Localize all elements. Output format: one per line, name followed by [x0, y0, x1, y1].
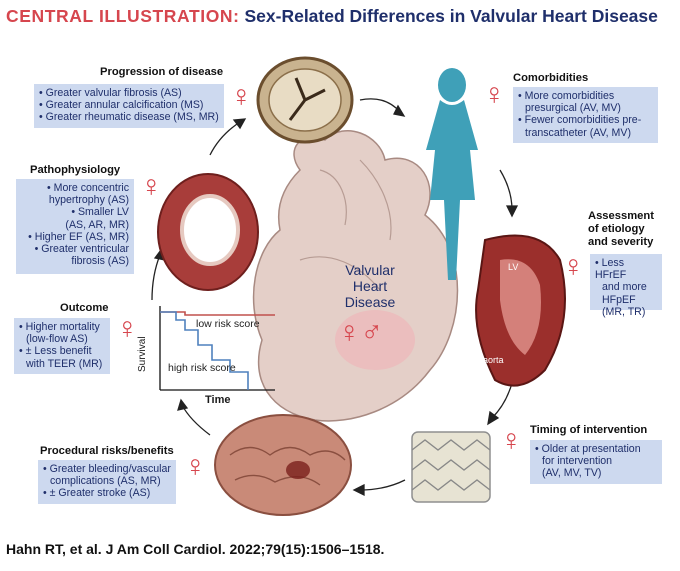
heart-vessels — [299, 159, 392, 291]
comorbidities-item-1: • More comorbidities — [518, 90, 615, 102]
outcome-box: • Higher mortality (low-flow AS) • ± Les… — [14, 318, 110, 374]
procedural-item-2: • ± Greater stroke (AS) — [43, 487, 151, 500]
arrow-5 — [181, 404, 211, 436]
arrow-2 — [499, 169, 513, 211]
comorbidities-item-2b: transcatheter (AV, MV) — [525, 126, 631, 139]
progression-item-2: • Greater annular calcification (MS) — [39, 99, 204, 112]
arrow-1 — [359, 98, 401, 113]
assessment-heading: Assessment of etiology and severity — [588, 210, 654, 249]
timing-box: • Older at presentation for intervention… — [530, 440, 662, 484]
center-label: Valvular Heart Disease — [330, 262, 410, 310]
venus-icon: ♀ — [184, 450, 207, 483]
assessment-item-1b: and more — [602, 281, 647, 294]
venus-icon: ♀ — [230, 80, 253, 113]
title-text: Sex-Related Differences in Valvular Hear… — [244, 6, 658, 26]
title-lead: CENTRAL ILLUSTRATION: — [6, 6, 240, 26]
procedural-item-1: • Greater bleeding/vascular — [43, 463, 171, 475]
heart-highlight — [335, 310, 415, 370]
legend-low-risk: low risk score — [196, 318, 260, 330]
lv-label: LV — [508, 262, 519, 272]
venus-icon: ♀ — [562, 250, 585, 283]
outcome-heading: Outcome — [60, 302, 109, 314]
comorbidities-box: • More comorbidities presurgical (AV, MV… — [513, 87, 658, 143]
legend-high-risk: high risk score — [168, 362, 236, 374]
series-high-risk — [160, 311, 249, 390]
aorta-label: aorta — [483, 355, 504, 365]
timing-heading: Timing of intervention — [530, 424, 648, 436]
pathophysiology-item-1: • More concentric — [46, 182, 129, 194]
progression-item-3: • Greater rheumatic disease (MS, MR) — [39, 111, 219, 124]
procedural-box: • Greater bleeding/vascular complication… — [38, 460, 176, 504]
heart-cutaway-image — [475, 234, 566, 387]
survival-chart — [159, 306, 275, 391]
progression-item-1: • Greater valvular fibrosis (AS) — [39, 87, 182, 99]
pathophysiology-item-2b: (AS, AR, MR) — [65, 218, 129, 231]
venus-icon: ♀ — [500, 424, 523, 457]
arrow-4-head — [352, 483, 365, 497]
pathophysiology-item-1b: hypertrophy (AS) — [48, 194, 129, 207]
arrow-2-head — [505, 205, 519, 218]
arrow-7-head — [232, 118, 247, 130]
timing-item-1b: for intervention — [542, 455, 613, 468]
arrow-6 — [151, 254, 161, 301]
pathophysiology-item-4b: fibrosis (AS) — [71, 255, 129, 268]
arrow-1-head — [393, 104, 406, 117]
assessment-heading-line3: and severity — [588, 236, 654, 248]
comorbidities-item-1b: presurgical (AV, MV) — [525, 102, 621, 115]
pathophysiology-item-3: • Higher EF (AS, MR) — [28, 230, 129, 243]
assessment-item-1d: (MR, TR) — [602, 305, 646, 318]
page-title: CENTRAL ILLUSTRATION: Sex-Related Differ… — [6, 6, 674, 27]
chart-y-label: Survival — [137, 336, 148, 372]
cycle-arrows — [151, 98, 519, 497]
lv-cross-section-image — [157, 173, 259, 291]
assessment-heading-line1: Assessment — [588, 210, 654, 222]
venus-icon: ♀ — [140, 170, 163, 203]
assessment-item-1: • Less HFrEF — [595, 257, 627, 282]
center-label-line2: Heart — [352, 278, 388, 294]
procedural-heading: Procedural risks/benefits — [40, 445, 174, 457]
outcome-item-2b: with TEER (MR) — [26, 357, 103, 370]
arrow-3-head — [487, 410, 500, 426]
timing-item-1: • Older at presentation — [535, 443, 641, 455]
pathophysiology-item-4: • Greater ventricular — [34, 243, 129, 256]
center-label-line3: Disease — [344, 294, 396, 310]
arrow-4 — [359, 479, 406, 491]
venus-icon: ♀ — [116, 312, 139, 345]
procedural-item-1b: complications (AS, MR) — [50, 475, 161, 488]
assessment-heading-line2: of etiology — [588, 223, 645, 235]
outcome-item-1b: (low-flow AS) — [26, 333, 88, 346]
pathophysiology-heading: Pathophysiology — [30, 164, 121, 176]
citation-footer: Hahn RT, et al. J Am Coll Cardiol. 2022;… — [6, 541, 385, 557]
brain-image — [214, 414, 352, 516]
venus-icon: ♀ — [483, 78, 506, 111]
assessment-item-1c: HFpEF — [602, 293, 636, 306]
pathophysiology-box: • More concentric hypertrophy (AS) • Sma… — [16, 179, 134, 274]
outcome-item-1: • Higher mortality — [19, 321, 100, 333]
arrow-5-head — [177, 398, 189, 411]
female-silhouette — [426, 68, 478, 280]
chart-x-label: Time — [205, 394, 231, 406]
tavr-valve-image — [411, 431, 491, 503]
outcome-item-2: • ± Less benefit — [19, 345, 92, 358]
center-label-line1: Valvular — [345, 262, 395, 278]
progression-heading: Progression of disease — [100, 66, 224, 78]
timing-item-1c: (AV, MV, TV) — [542, 467, 602, 480]
calcified-valve-image — [256, 56, 354, 144]
assessment-box: • Less HFrEF and more HFpEF (MR, TR) — [590, 254, 662, 318]
center-symbols: ♀♂ — [338, 316, 383, 349]
comorbidities-heading: Comorbidities — [513, 72, 589, 84]
comorbidities-item-2: • Fewer comorbidities pre- — [518, 114, 642, 127]
pathophysiology-item-2: • Smaller LV — [71, 206, 129, 219]
heart-illustration — [252, 130, 459, 422]
progression-box: • Greater valvular fibrosis (AS) • Great… — [34, 84, 224, 128]
